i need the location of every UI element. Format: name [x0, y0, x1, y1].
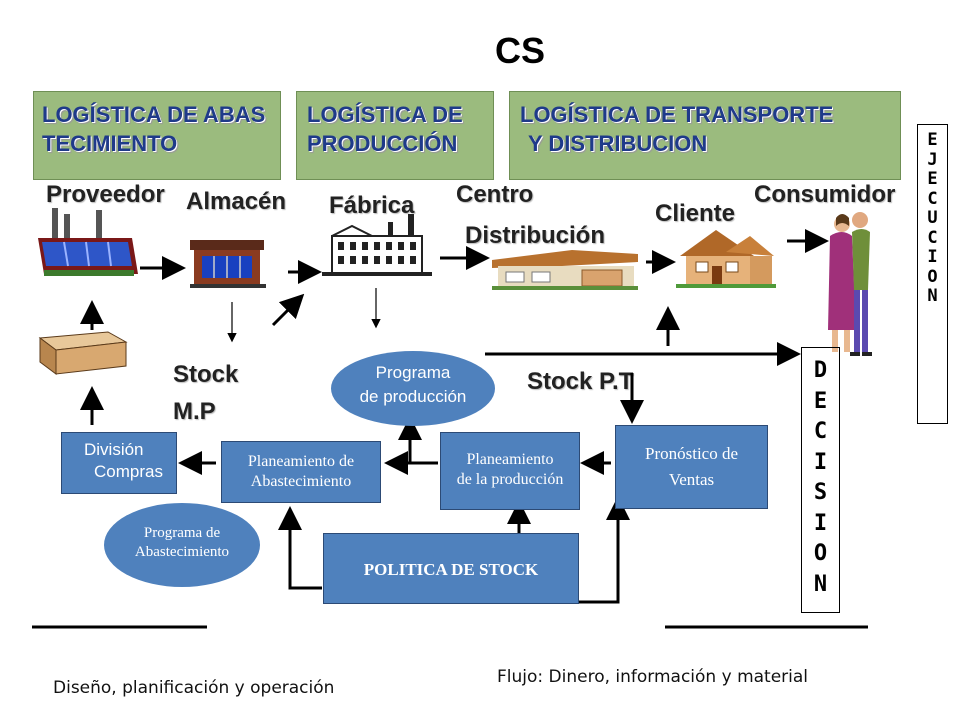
- decision-letter: O: [813, 541, 828, 566]
- decision-letter: C: [813, 419, 828, 444]
- division-compras-box: División Compras: [61, 432, 177, 494]
- label-consumidor: Consumidor: [754, 181, 896, 208]
- pronostico-ventas-line2: Ventas: [668, 470, 715, 489]
- ejecucion-letter: I: [927, 247, 938, 267]
- header-abastecimiento: LOGÍSTICA DE ABASTECIMIENTO: [33, 91, 281, 180]
- label-centro-line2: Distribución: [465, 222, 606, 249]
- decision-letter: N: [813, 571, 828, 597]
- label-stock-pt: Stock P.T: [527, 368, 634, 395]
- programa-abastecimiento-line2: Abastecimiento: [134, 544, 230, 560]
- proveedor-factory-icon: [38, 208, 138, 276]
- ejecucion-letter: J: [927, 149, 938, 170]
- label-centro-line1: Centro: [456, 181, 534, 208]
- cliente-house-icon: [676, 230, 776, 288]
- header-abastecimiento-text: LOGÍSTICA DE ABASTECIMIENTO: [42, 102, 266, 156]
- division-compras-line2: Compras: [94, 462, 163, 481]
- planeamiento-abastecimiento-line1: Planeamiento de: [247, 453, 355, 470]
- programa-produccion-line2: de producción: [359, 387, 467, 406]
- header-produccion: LOGÍSTICA DE PRODUCCIÓN: [296, 91, 494, 180]
- fabrica-building-icon: [322, 214, 432, 276]
- decision-letter: S: [813, 480, 828, 505]
- division-compras-line1: División: [84, 440, 144, 459]
- ejecucion-letter: C: [927, 227, 938, 248]
- label-stock-mp-line2: M.P: [173, 398, 216, 425]
- decision-letter: I: [813, 449, 828, 475]
- programa-produccion-line1: Programa: [375, 363, 451, 382]
- ejecucion-letter: U: [927, 208, 938, 228]
- label-stock-mp-line1: Stock: [173, 361, 239, 388]
- footer-left-text: Diseño, planificación y operación: [53, 678, 335, 698]
- ejecucion-letter: N: [927, 286, 938, 306]
- ejecucion-letter: E: [927, 130, 938, 150]
- pronostico-ventas-line1: Pronóstico de: [644, 444, 739, 463]
- label-almacen: Almacén: [186, 188, 287, 215]
- planeamiento-produccion-line1: Planeamiento: [466, 451, 554, 468]
- header-transporte-line2: Y DISTRIBUCION: [528, 131, 708, 156]
- compras-box-icon: [38, 331, 128, 375]
- almacen-store-icon: [190, 240, 266, 288]
- label-fabrica: Fábrica: [329, 192, 415, 219]
- decision-letter: D: [813, 358, 828, 383]
- planeamiento-produccion-box: Planeamiento de la producción: [440, 432, 580, 510]
- pronostico-ventas-box: Pronóstico de Ventas: [615, 425, 768, 509]
- politica-stock-label: POLITICA DE STOCK: [363, 560, 539, 579]
- ejecucion-letter: E: [927, 169, 938, 189]
- label-proveedor: Proveedor: [46, 181, 165, 208]
- ejecucion-letter: O: [927, 266, 938, 287]
- decision-letter: I: [813, 510, 828, 536]
- header-produccion-text: LOGÍSTICA DE PRODUCCIÓN: [307, 102, 463, 156]
- header-transporte: LOGÍSTICA DE TRANSPORTE Y DISTRIBUCION: [509, 91, 901, 180]
- header-transporte-line1: LOGÍSTICA DE TRANSPORTE: [520, 102, 834, 127]
- centro-distribucion-house-icon: [492, 250, 638, 290]
- programa-abastecimiento-line1: Programa de: [143, 525, 221, 541]
- programa-produccion-ellipse: Programa de producción: [331, 351, 495, 426]
- decision-letter: E: [813, 388, 828, 414]
- diagram-title: CS: [494, 30, 545, 71]
- ejecucion-letter: C: [927, 188, 938, 209]
- planeamiento-produccion-line2: de la producción: [456, 471, 564, 488]
- planeamiento-abastecimiento-line2: Abastecimiento: [250, 473, 352, 490]
- programa-abastecimiento-ellipse: Programa de Abastecimiento: [104, 503, 260, 587]
- footer-right-text: Flujo: Dinero, información y material: [497, 667, 809, 687]
- label-cliente: Cliente: [655, 200, 736, 227]
- consumidor-couple-icon: [828, 212, 872, 356]
- politica-stock-box: POLITICA DE STOCK: [323, 533, 579, 604]
- planeamiento-abastecimiento-box: Planeamiento de Abastecimiento: [221, 441, 381, 503]
